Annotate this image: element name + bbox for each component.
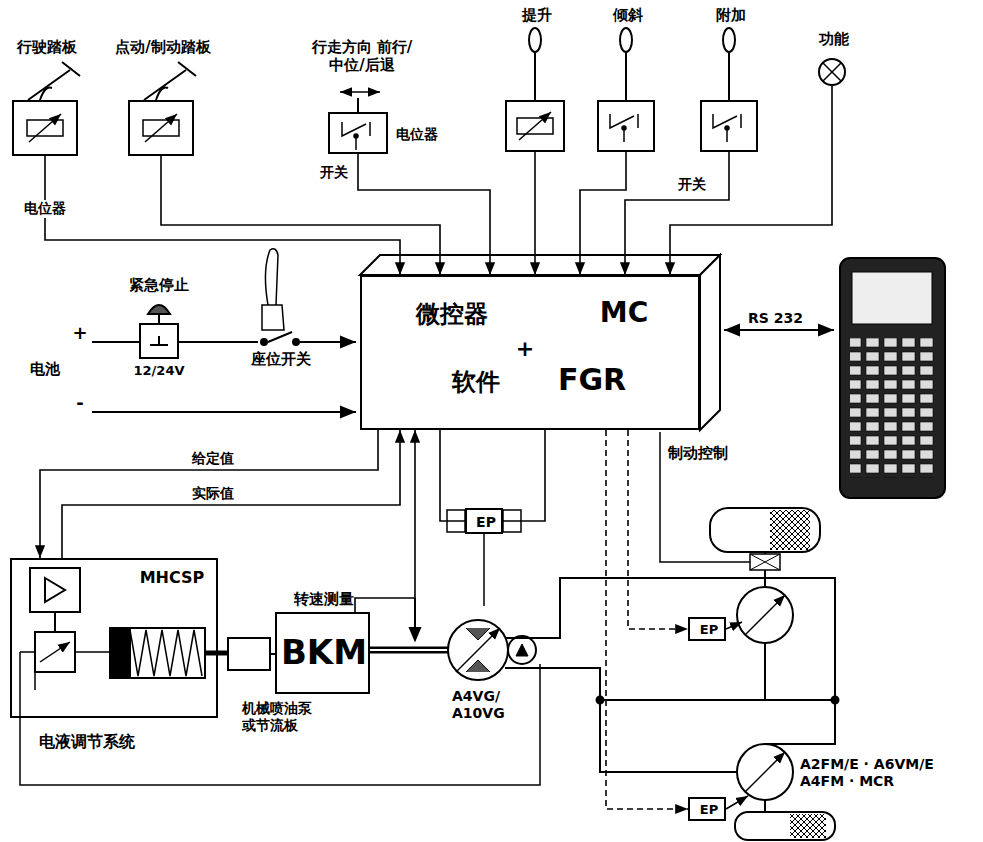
part-label: 电池 <box>30 360 60 378</box>
node-label: 功能 <box>819 30 849 48</box>
component-box: 提升 <box>505 100 565 152</box>
part-label: - <box>76 392 83 414</box>
potentiometer-symbol <box>519 112 551 140</box>
component-box: EP <box>688 617 726 641</box>
node-label: + <box>516 336 534 362</box>
component-box: 微控器 MC + 软件 FGR <box>360 275 700 430</box>
signal-line <box>62 430 400 558</box>
signal-line <box>580 152 626 275</box>
switch-symbol <box>610 114 638 142</box>
part-label: 座位开关 <box>251 350 311 368</box>
node-label: 行走方向 前行/中位/后退 <box>300 38 424 74</box>
switch-symbol <box>622 126 626 130</box>
node-label: MC <box>600 296 648 330</box>
part-label: RS 232 <box>748 310 803 327</box>
node-label: 行驶踏板 <box>17 38 77 56</box>
signal-line <box>534 152 536 275</box>
node-label: BKM <box>281 632 367 673</box>
edge-label: 给定值 <box>190 450 236 468</box>
edge-label: 实际值 <box>190 485 236 503</box>
node-label: EP <box>476 514 496 531</box>
node-label: 附加 <box>716 6 746 24</box>
component-box: MHCSP电液调节系统 <box>10 558 218 718</box>
part-label: 机械喷油泵 或节流板 <box>242 700 334 734</box>
node-label: 软件 <box>452 368 500 397</box>
signal-line <box>40 430 378 558</box>
lamp-circle: 功能 <box>818 58 846 86</box>
edge-label: 电位器 <box>22 200 68 218</box>
component-box: BKM转速测量 <box>275 612 370 694</box>
signal-line <box>606 430 688 809</box>
signal-line <box>161 156 440 275</box>
potentiometer-symbol <box>145 114 177 142</box>
component-box: EP <box>465 508 503 534</box>
switch-symbol <box>354 134 358 138</box>
part-label: 12/24V <box>134 363 185 379</box>
signal-line <box>503 430 545 521</box>
component-box: 倾斜 <box>597 100 655 152</box>
edge-label: 开关 <box>318 164 350 182</box>
part-label: A2FM/E · A6VM/E A4FM · MCR <box>800 756 952 790</box>
component-box: 行走方向 前行/中位/后退电位器 <box>328 112 388 154</box>
node-label: FGR <box>558 362 626 398</box>
signal-line <box>45 156 400 275</box>
part-label: A4VG/ A10VG <box>452 688 514 722</box>
node-label: 转速测量 <box>294 590 354 608</box>
signal-line <box>355 430 415 612</box>
part-label: + <box>72 322 87 344</box>
node-label: 倾斜 <box>613 6 643 24</box>
signal-line <box>440 430 465 521</box>
signal-line <box>625 152 729 275</box>
potentiometer-symbol <box>29 114 61 142</box>
component-box: 点动/制动踏板 <box>128 100 194 156</box>
node-label: EP <box>700 802 718 818</box>
node-label: 电液调节系统 <box>39 732 135 751</box>
switch-symbol <box>725 126 729 130</box>
component-box: 行驶踏板 <box>12 100 78 156</box>
node-label: 电位器 <box>396 126 438 143</box>
node-label: 点动/制动踏板 <box>115 38 210 56</box>
signal-line <box>670 86 832 275</box>
node-label: 提升 <box>522 6 552 24</box>
component-box: 附加 <box>700 100 758 152</box>
signal-line <box>358 154 490 275</box>
part-label: 制动控制 <box>668 444 728 462</box>
part-label: 紧急停止 <box>129 276 189 294</box>
switch-symbol <box>342 122 370 150</box>
node-label: EP <box>700 622 718 638</box>
switch-symbol <box>713 114 741 142</box>
node-label: 微控器 <box>416 300 488 329</box>
edge-label: 开关 <box>676 176 708 194</box>
node-label: MHCSP <box>140 568 205 587</box>
component-box: EP <box>688 797 726 821</box>
